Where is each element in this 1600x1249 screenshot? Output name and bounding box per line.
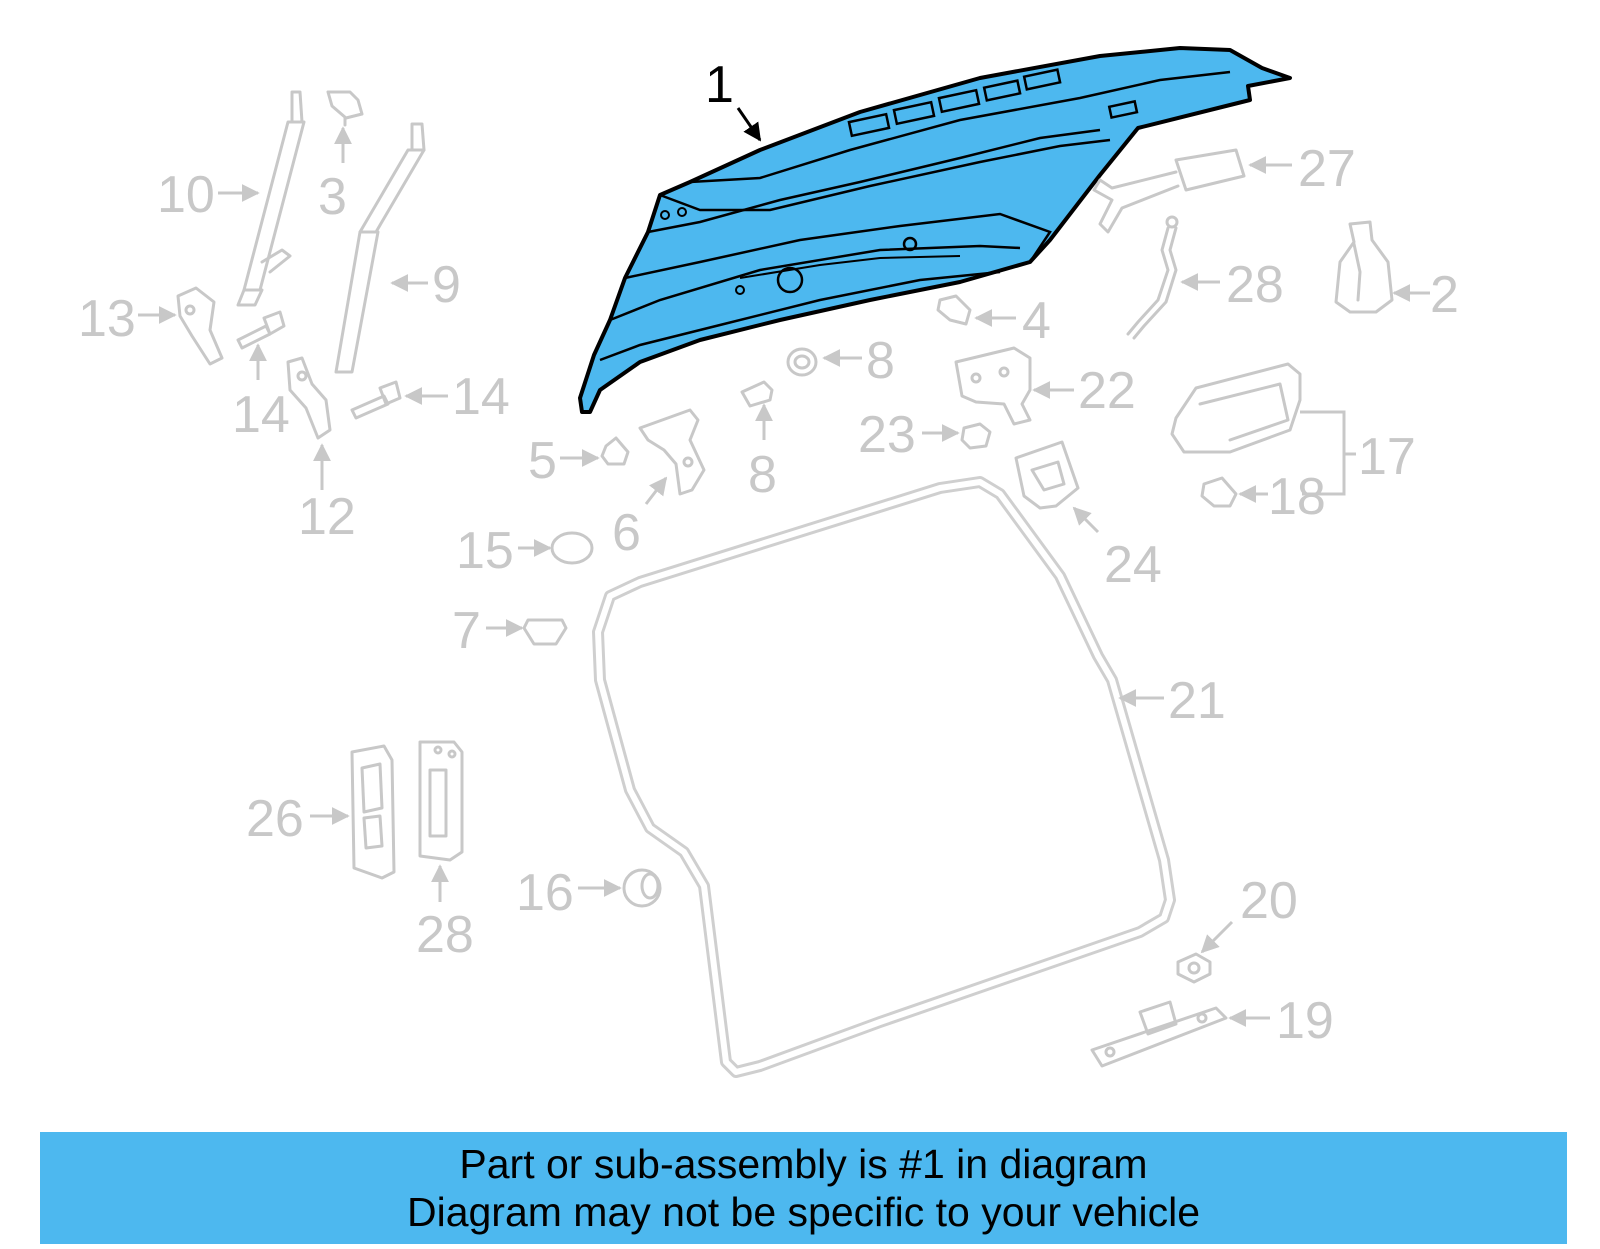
clip-part-11[interactable] — [326, 90, 364, 127]
part-22[interactable] — [954, 346, 1032, 426]
banner-line-1: Part or sub-assembly is #1 in diagram — [459, 1141, 1148, 1187]
callout-27[interactable]: 26 — [246, 790, 304, 848]
callout-13[interactable]: 13 — [78, 290, 136, 348]
bracket-part-12[interactable] — [286, 356, 332, 440]
callout-5[interactable]: 6 — [612, 504, 641, 562]
callout-24[interactable]: 24 — [1104, 536, 1162, 594]
part-7[interactable] — [740, 380, 774, 408]
callout-7[interactable]: 8 — [748, 446, 777, 504]
part-8[interactable] — [786, 347, 818, 377]
liftgate-part-1[interactable] — [578, 46, 1292, 414]
part-25[interactable] — [1092, 148, 1246, 234]
callout-arrow-20 — [1200, 920, 1234, 954]
part-16[interactable] — [622, 868, 662, 908]
callout-12[interactable]: 12 — [298, 488, 356, 546]
callout-21[interactable]: 21 — [1168, 672, 1226, 730]
part-15[interactable] — [550, 531, 594, 565]
weatherstrip-part-21[interactable] — [592, 476, 1176, 1078]
callout-arrow-1 — [736, 107, 762, 142]
callout-28[interactable]: 28 — [416, 906, 474, 964]
bracket-part-13[interactable] — [176, 286, 224, 366]
callout-20[interactable]: 20 — [1240, 872, 1298, 930]
part-20[interactable] — [1176, 952, 1212, 984]
info-banner: Part or sub-assembly is #1 in diagram Di… — [40, 1132, 1567, 1244]
callout-11[interactable]: 3 — [318, 168, 347, 226]
strut-part-9[interactable] — [334, 122, 426, 374]
banner-line-2: Diagram may not be specific to your vehi… — [406, 1189, 1200, 1235]
callout-14-left[interactable]: 14 — [232, 386, 290, 444]
callout-16[interactable]: 16 — [516, 864, 574, 922]
callout-6[interactable]: 7 — [452, 602, 481, 660]
callout-arrow-5 — [644, 476, 668, 505]
callout-19[interactable]: 19 — [1276, 992, 1334, 1050]
callout-17[interactable]: 17 — [1358, 428, 1416, 486]
part-2[interactable] — [1334, 220, 1394, 314]
callout-18[interactable]: 18 — [1268, 468, 1326, 526]
part-18[interactable] — [1200, 476, 1238, 508]
part-28[interactable] — [418, 740, 464, 862]
callout-23[interactable]: 23 — [858, 406, 916, 464]
callout-2[interactable]: 2 — [1430, 266, 1459, 324]
callout-15[interactable]: 15 — [456, 522, 514, 580]
callout-14-right[interactable]: 14 — [452, 368, 510, 426]
part-23[interactable] — [960, 422, 992, 450]
strut-part-10[interactable] — [236, 90, 306, 307]
part-4[interactable] — [600, 436, 630, 466]
hinge-part-5[interactable] — [638, 408, 706, 496]
part-27[interactable] — [350, 744, 396, 880]
part-26[interactable] — [1126, 215, 1179, 340]
callout-3[interactable]: 4 — [1022, 292, 1051, 350]
callout-22[interactable]: 22 — [1078, 362, 1136, 420]
part-3[interactable] — [936, 294, 972, 326]
callout-9[interactable]: 9 — [432, 256, 461, 314]
callout-10[interactable]: 10 — [157, 166, 215, 224]
callout-25[interactable]: 27 — [1298, 140, 1356, 198]
bolt-part-14-left[interactable] — [236, 310, 286, 350]
callout-8[interactable]: 8 — [866, 332, 895, 390]
callout-1[interactable]: 1 — [705, 56, 734, 114]
part-19[interactable] — [1090, 1000, 1228, 1068]
part-24[interactable] — [1014, 440, 1080, 510]
bolt-part-14-right[interactable] — [350, 380, 402, 420]
callout-4[interactable]: 5 — [528, 432, 557, 490]
callout-26[interactable]: 28 — [1226, 256, 1284, 314]
part-17[interactable] — [1170, 362, 1302, 454]
callout-bracket-17 — [1300, 410, 1356, 496]
part-6[interactable] — [522, 618, 568, 646]
callout-arrow-24 — [1072, 506, 1100, 534]
